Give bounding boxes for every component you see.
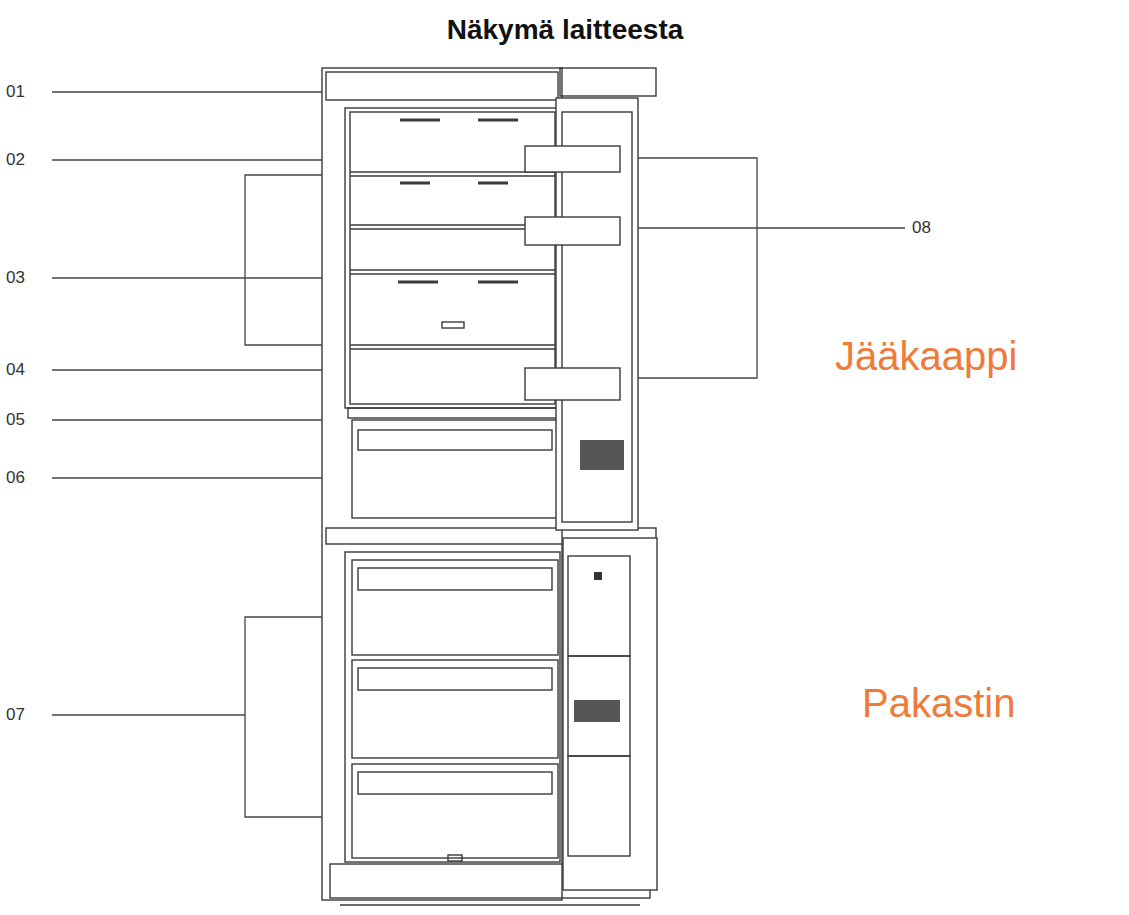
callout-number: 02 [6,151,25,170]
callout-number: 05 [6,411,25,430]
callout-number: 03 [6,269,25,288]
section-label: Pakastin [862,681,1015,725]
callout-number: 01 [6,83,25,102]
title: Näkymä laitteesta [447,15,684,46]
fridge-door [525,98,657,890]
section-label: Jääkaappi [835,334,1017,378]
callout-number: 04 [6,361,25,380]
callout-number: 08 [912,219,931,238]
callout-number: 06 [6,469,25,488]
fridge-body [322,68,656,905]
callout-number: 07 [6,706,25,725]
